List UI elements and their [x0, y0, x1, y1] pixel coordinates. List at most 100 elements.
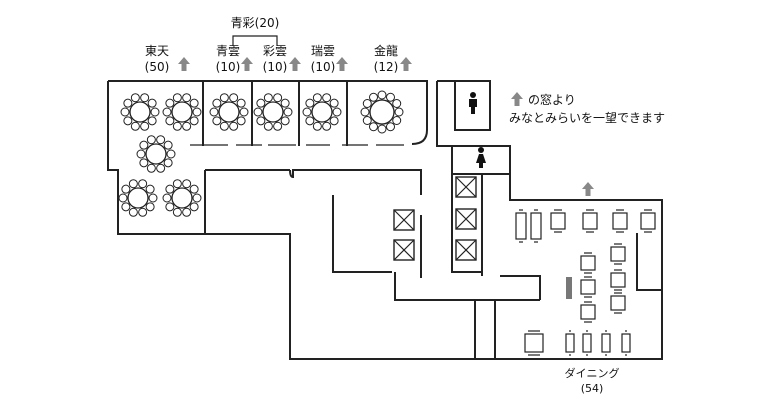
chair: [192, 107, 202, 117]
chair: [165, 202, 175, 212]
round-table: [360, 90, 404, 134]
group-label: 青彩(20): [231, 16, 280, 30]
chair: [312, 121, 322, 131]
chair: [147, 98, 157, 108]
svg-text:(54): (54): [581, 382, 604, 395]
svg-text:(10): (10): [311, 60, 336, 74]
table: [369, 99, 395, 125]
table: [171, 187, 193, 209]
round-table: [253, 93, 293, 131]
chair: [182, 93, 192, 103]
chair: [182, 179, 192, 189]
chair: [156, 163, 166, 173]
table: [171, 101, 193, 123]
room-label-zuiun: 瑞雲 (10): [311, 44, 348, 74]
chair: [219, 93, 229, 103]
chair: [139, 158, 149, 168]
svg-text:の窓より: の窓より: [528, 92, 576, 107]
table: [311, 101, 333, 123]
room-label-saiun: 彩雲 (10): [263, 44, 301, 74]
svg-text:(10): (10): [216, 60, 241, 74]
chair: [322, 121, 332, 131]
restroom-woman-icon: [476, 147, 486, 168]
dining-table: [582, 209, 598, 233]
chair: [229, 121, 239, 131]
chair: [322, 93, 332, 103]
chair: [283, 107, 293, 117]
chair: [229, 93, 239, 103]
table: [262, 101, 284, 123]
room-label-kinryu: 金龍 (12): [374, 43, 412, 74]
chair: [302, 107, 312, 117]
chair: [362, 99, 372, 108]
chair: [147, 116, 157, 126]
chair: [121, 202, 131, 212]
dining-table: [621, 330, 631, 356]
chair: [392, 99, 402, 108]
chair: [138, 207, 148, 217]
group-bracket: [232, 35, 278, 46]
chair: [256, 98, 266, 108]
svg-text:みなとみらいを一望できます: みなとみらいを一望できます: [509, 111, 665, 125]
chair: [236, 98, 246, 108]
dining-table: [610, 243, 626, 265]
svg-text:東天: 東天: [145, 44, 169, 58]
chair: [163, 140, 173, 150]
view-arrow-icon: [511, 92, 523, 106]
chair: [118, 193, 128, 203]
svg-text:ダイニング: ダイニング: [565, 366, 620, 380]
elevator-icon: [393, 239, 415, 261]
chair: [189, 98, 199, 108]
elevator-icon: [455, 176, 477, 198]
dining-table: [550, 209, 566, 233]
view-arrow-icon: [178, 57, 190, 71]
chair: [329, 116, 339, 126]
chair: [369, 92, 378, 102]
dining-table: [582, 330, 592, 356]
elevator-icon: [455, 208, 477, 230]
svg-text:瑞雲: 瑞雲: [311, 44, 335, 58]
svg-text:(12): (12): [374, 60, 399, 74]
chair: [369, 122, 378, 132]
chair: [209, 107, 219, 117]
chair: [236, 116, 246, 126]
round-table: [118, 179, 158, 217]
chair: [121, 184, 131, 194]
dining-table: [580, 301, 596, 323]
chair: [156, 135, 166, 145]
svg-text:(10): (10): [263, 60, 288, 74]
chair: [128, 179, 138, 189]
chair: [280, 116, 290, 126]
chair: [253, 107, 263, 117]
table: [129, 101, 151, 123]
chair: [172, 121, 182, 131]
chair: [130, 121, 140, 131]
chair: [360, 107, 370, 117]
chair: [273, 121, 283, 131]
dining-furniture: [515, 209, 656, 356]
chair: [256, 116, 266, 126]
chair: [394, 107, 404, 117]
dining-table: [580, 276, 596, 298]
chair: [162, 107, 172, 117]
chair: [263, 121, 273, 131]
chair: [140, 93, 150, 103]
chair: [136, 149, 146, 159]
chair: [212, 116, 222, 126]
dining-table: [515, 209, 527, 243]
dining-table: [601, 330, 611, 356]
chair: [145, 184, 155, 194]
round-table: [209, 93, 249, 131]
round-table: [162, 179, 202, 217]
round-table: [162, 93, 202, 131]
chair: [123, 116, 133, 126]
chair: [139, 140, 149, 150]
round-table: [136, 135, 176, 173]
svg-text:青雲: 青雲: [216, 44, 240, 58]
chair: [140, 121, 150, 131]
dining-table: [610, 269, 626, 291]
chair: [329, 98, 339, 108]
chair: [377, 124, 387, 134]
counter: [566, 277, 572, 299]
walls: [107, 80, 663, 360]
